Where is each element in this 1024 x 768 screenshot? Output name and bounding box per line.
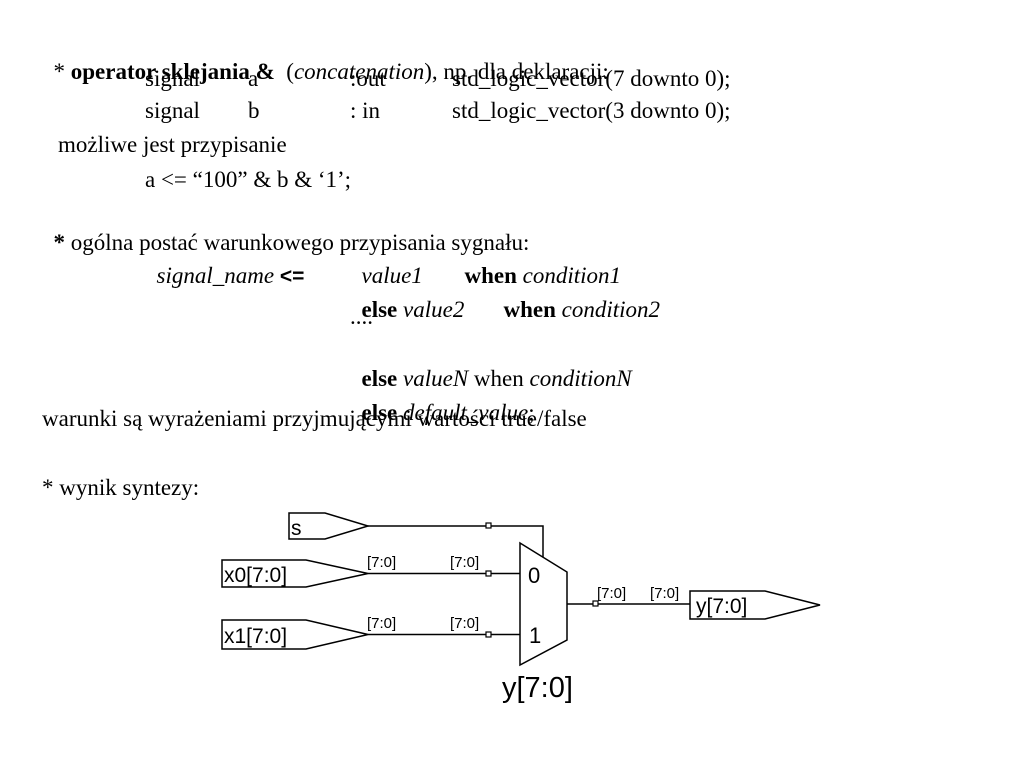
line-concat-example: a <= “100” & b & ‘1’; — [145, 167, 352, 192]
line-possible-assignment: możliwe jest przypisanie — [58, 132, 287, 157]
bus-label-y-left: [7:0] — [597, 585, 626, 602]
bullet: * — [53, 59, 71, 84]
junction-dot — [485, 522, 492, 529]
mux-caption: y[7:0] — [502, 672, 573, 704]
line-conditional-heading: * ogólna postać warunkowego przypisania … — [42, 201, 530, 257]
cond-ellipsis: .... — [350, 304, 373, 329]
line-conditions-note: warunki są wyrażeniami przyjmującymi war… — [42, 406, 587, 431]
bus-label-x0-left: [7:0] — [367, 554, 396, 571]
cond-line-default: else default_value; — [350, 371, 535, 427]
mux-input-1-label: 1 — [529, 623, 541, 648]
condition1-term: condition1 — [516, 263, 622, 288]
port-y-label: y[7:0] — [696, 595, 747, 618]
decl-a-name: a — [248, 66, 259, 91]
heading-rest: ), np. dla deklaracji: — [424, 59, 609, 84]
junction-dot — [485, 570, 492, 577]
decl-a-mode: :out — [350, 66, 386, 91]
assign-operator: <= — [274, 265, 305, 288]
decl-b-mode: : in — [350, 98, 381, 123]
cond-signal-name: signal_name <= — [145, 234, 305, 291]
mux-input-0-label: 0 — [528, 563, 540, 588]
paren-open: ( — [280, 59, 294, 84]
port-s-shape — [288, 512, 371, 540]
cond-line-n: else valueN when conditionN — [350, 337, 632, 393]
cond-line-1: value1 — [350, 234, 423, 290]
signal-name-term: signal_name — [156, 263, 275, 288]
cond-line-2-when: when condition2 — [492, 268, 661, 324]
value2-term: value2 — [397, 297, 465, 322]
decl-a-type: std_logic_vector(7 downto 0); — [452, 66, 731, 91]
junction-dot — [485, 631, 492, 638]
else-keyword: else — [361, 366, 398, 391]
decl-keyword: signal — [145, 66, 200, 91]
mux-body — [519, 541, 568, 667]
default-value-term: default_value — [397, 400, 529, 425]
when-keyword: when — [503, 297, 556, 322]
port-x0-label: x0[7:0] — [224, 564, 287, 587]
wire-select — [368, 525, 544, 557]
bullet: * — [53, 230, 71, 255]
bus-label-x1-right: [7:0] — [450, 615, 479, 632]
bus-label-x0-right: [7:0] — [450, 554, 479, 571]
concatenation-term: concatenation — [293, 59, 425, 84]
port-y-shape — [689, 590, 821, 620]
junction-dot — [592, 600, 599, 607]
port-x1-shape — [221, 619, 369, 650]
line-concat-heading: * operator sklejania & (concatenation), … — [42, 30, 609, 86]
cond-line-2: else value2 — [350, 268, 465, 324]
decl-signal-b: signal — [145, 97, 200, 125]
heading-rest: ogólna postać warunkowego przypisania sy… — [70, 230, 530, 255]
decl-keyword: signal — [145, 98, 200, 123]
port-x0-shape — [221, 559, 369, 588]
else-keyword: else — [361, 400, 398, 425]
conditionn-term: conditionN — [529, 366, 632, 391]
else-keyword: else — [361, 297, 398, 322]
line-synthesis-heading: * wynik syntezy: — [42, 475, 200, 500]
cond-line-1-when: when condition1 — [453, 234, 622, 290]
bus-label-x1-left: [7:0] — [367, 615, 396, 632]
when-keyword: when — [464, 263, 517, 288]
when-keyword: when — [468, 366, 530, 391]
decl-b-type: std_logic_vector(3 downto 0); — [452, 98, 731, 123]
valuen-term: valueN — [397, 366, 469, 391]
semicolon: ; — [528, 400, 535, 425]
bus-label-y-right: [7:0] — [650, 585, 679, 602]
port-s-label: s — [291, 517, 302, 540]
port-x1-label: x1[7:0] — [224, 625, 287, 648]
operator-term: operator sklejania & — [70, 59, 281, 84]
decl-b-name: b — [248, 98, 260, 123]
condition2-term: condition2 — [555, 297, 661, 322]
decl-signal-a: signal — [145, 65, 200, 93]
value1-term: value1 — [361, 263, 423, 288]
